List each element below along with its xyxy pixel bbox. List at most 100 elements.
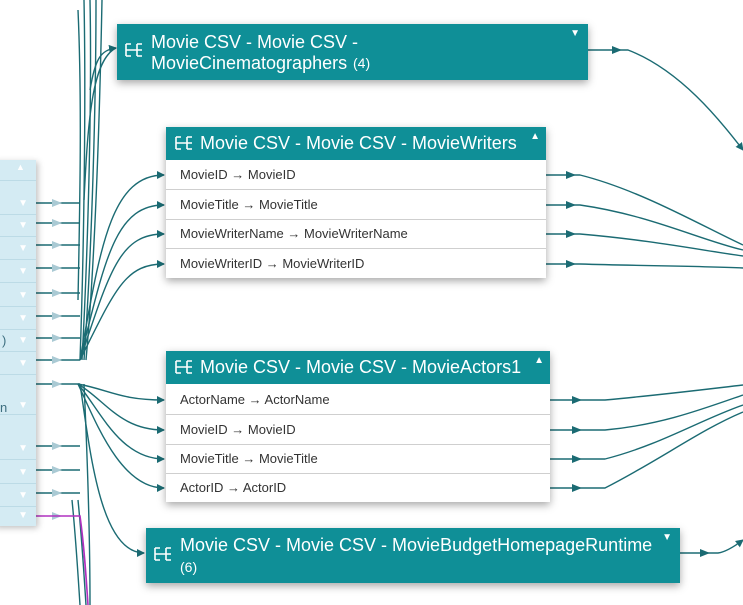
mapping-row[interactable]: MovieTitle → MovieTitle bbox=[166, 190, 546, 220]
edge bbox=[77, 499, 87, 605]
mapping-row[interactable]: MovieID → MovieID bbox=[166, 160, 546, 190]
table-icon bbox=[125, 43, 142, 57]
edge bbox=[546, 174, 743, 246]
mapping-row[interactable]: MovieID → MovieID bbox=[166, 415, 550, 445]
source-row[interactable]: ▼ bbox=[0, 354, 36, 375]
source-row[interactable]: ) ▼ bbox=[0, 331, 36, 352]
source-row[interactable]: ▼ bbox=[0, 262, 36, 283]
source-row[interactable]: ▼ bbox=[0, 239, 36, 260]
caret-down-icon[interactable]: ▼ bbox=[18, 490, 28, 501]
arrowhead bbox=[612, 46, 622, 54]
arrowhead bbox=[52, 466, 62, 474]
mapping-row[interactable]: MovieTitle → MovieTitle bbox=[166, 444, 550, 474]
node-header[interactable]: Movie CSV - Movie CSV - MovieActors1 ▲ bbox=[166, 351, 550, 384]
edge bbox=[588, 49, 743, 151]
arrowhead bbox=[52, 380, 62, 388]
mapping-row[interactable]: MovieWriterName → MovieWriterName bbox=[166, 219, 546, 249]
arrowhead bbox=[52, 241, 62, 249]
edge bbox=[79, 260, 165, 361]
node-movie-budget-homepage-runtime[interactable]: Movie CSV - Movie CSV - MovieBudgetHomep… bbox=[146, 528, 680, 583]
table-icon bbox=[175, 136, 192, 150]
source-row[interactable]: n ▼ bbox=[0, 378, 36, 415]
source-row[interactable] bbox=[0, 160, 36, 181]
arrowhead bbox=[572, 484, 582, 492]
source-row[interactable]: ▼ bbox=[0, 506, 36, 526]
mapping-label: ActorName → ActorName bbox=[180, 392, 330, 407]
mapping-label: MovieID → MovieID bbox=[180, 167, 296, 182]
mapping-label: MovieTitle → MovieTitle bbox=[180, 451, 318, 466]
edge bbox=[546, 263, 743, 269]
source-row[interactable]: ▼ bbox=[0, 216, 36, 237]
mapping-row[interactable]: MovieWriterID → MovieWriterID bbox=[166, 249, 546, 278]
source-table-panel[interactable]: ▲ ▼ ▼ ▼ ▼ ▼ ▼ ) ▼ ▼ n ▼ ▼ ▼ ▼ ▼ bbox=[0, 160, 36, 526]
table-icon bbox=[175, 360, 192, 374]
edge bbox=[85, 0, 103, 361]
node-header[interactable]: Movie CSV - Movie CSV - MovieBudgetHomep… bbox=[146, 528, 680, 583]
node-count: (6) bbox=[180, 559, 198, 575]
arrowhead bbox=[52, 312, 62, 320]
source-row[interactable]: ▼ bbox=[0, 439, 36, 460]
node-movie-actors1[interactable]: Movie CSV - Movie CSV - MovieActors1 ▲ A… bbox=[166, 351, 550, 502]
caret-down-icon[interactable]: ▼ bbox=[18, 313, 28, 324]
source-row[interactable]: ▼ bbox=[0, 309, 36, 330]
source-row[interactable]: ▼ bbox=[0, 286, 36, 307]
caret-down-icon[interactable]: ▼ bbox=[18, 290, 28, 301]
caret-up-icon[interactable]: ▲ bbox=[534, 355, 544, 366]
arrowhead bbox=[566, 230, 576, 238]
caret-down-icon[interactable]: ▼ bbox=[570, 28, 580, 39]
caret-down-icon[interactable]: ▼ bbox=[18, 358, 28, 369]
node-movie-writers[interactable]: Movie CSV - Movie CSV - MovieWriters ▲ M… bbox=[166, 127, 546, 278]
caret-down-icon[interactable]: ▼ bbox=[18, 220, 28, 231]
source-row-label: ) bbox=[2, 333, 7, 348]
caret-down-icon[interactable]: ▼ bbox=[18, 266, 28, 277]
caret-down-icon[interactable]: ▼ bbox=[18, 335, 28, 346]
edge bbox=[546, 233, 743, 257]
node-title: Movie CSV - Movie CSV - MovieWriters bbox=[200, 133, 517, 153]
node-count: (4) bbox=[353, 55, 371, 71]
edge bbox=[79, 0, 86, 361]
caret-up-icon[interactable]: ▲ bbox=[16, 162, 25, 172]
source-row[interactable]: ▼ bbox=[0, 463, 36, 484]
caret-up-icon[interactable]: ▲ bbox=[530, 131, 540, 142]
node-movie-cinematographers[interactable]: Movie CSV - Movie CSV - MovieCinematogra… bbox=[117, 24, 588, 80]
mapping-row[interactable]: ActorName → ActorName bbox=[166, 385, 550, 415]
arrowhead bbox=[52, 442, 62, 450]
edge bbox=[71, 499, 81, 605]
edge bbox=[550, 404, 743, 460]
node-header[interactable]: Movie CSV - Movie CSV - MovieCinematogra… bbox=[117, 24, 588, 80]
mapping-label: MovieWriterName → MovieWriterName bbox=[180, 226, 408, 241]
edge bbox=[83, 47, 117, 201]
arrowhead bbox=[566, 171, 576, 179]
edge bbox=[89, 44, 117, 91]
arrowhead bbox=[700, 549, 710, 557]
arrowhead bbox=[52, 219, 62, 227]
edge bbox=[77, 383, 165, 463]
source-row[interactable]: ▼ bbox=[0, 194, 36, 215]
edge bbox=[79, 383, 145, 557]
mapping-label: MovieID → MovieID bbox=[180, 422, 296, 437]
caret-down-icon[interactable]: ▼ bbox=[18, 510, 28, 521]
caret-down-icon[interactable]: ▼ bbox=[662, 532, 672, 543]
arrowhead bbox=[52, 356, 62, 364]
edge bbox=[550, 384, 743, 401]
mapping-row[interactable]: ActorID → ActorID bbox=[166, 473, 550, 502]
source-row[interactable]: ▼ bbox=[0, 486, 36, 507]
edge bbox=[550, 394, 743, 431]
highlight-edge bbox=[36, 515, 89, 605]
edge bbox=[546, 204, 743, 251]
arrowhead bbox=[52, 199, 62, 207]
caret-down-icon[interactable]: ▼ bbox=[18, 243, 28, 254]
caret-down-icon[interactable]: ▼ bbox=[18, 198, 28, 209]
caret-down-icon[interactable]: ▼ bbox=[18, 467, 28, 478]
source-row-label: n bbox=[0, 400, 8, 415]
arrowhead bbox=[52, 334, 62, 342]
edge bbox=[81, 0, 92, 361]
table-icon bbox=[154, 547, 171, 561]
node-header[interactable]: Movie CSV - Movie CSV - MovieWriters ▲ bbox=[166, 127, 546, 160]
node-title: Movie CSV - Movie CSV - MovieBudgetHomep… bbox=[180, 535, 653, 555]
arrowhead bbox=[52, 489, 62, 497]
edge bbox=[83, 383, 91, 605]
caret-down-icon[interactable]: ▼ bbox=[18, 400, 28, 411]
caret-down-icon[interactable]: ▼ bbox=[18, 443, 28, 454]
arrowhead bbox=[566, 201, 576, 209]
